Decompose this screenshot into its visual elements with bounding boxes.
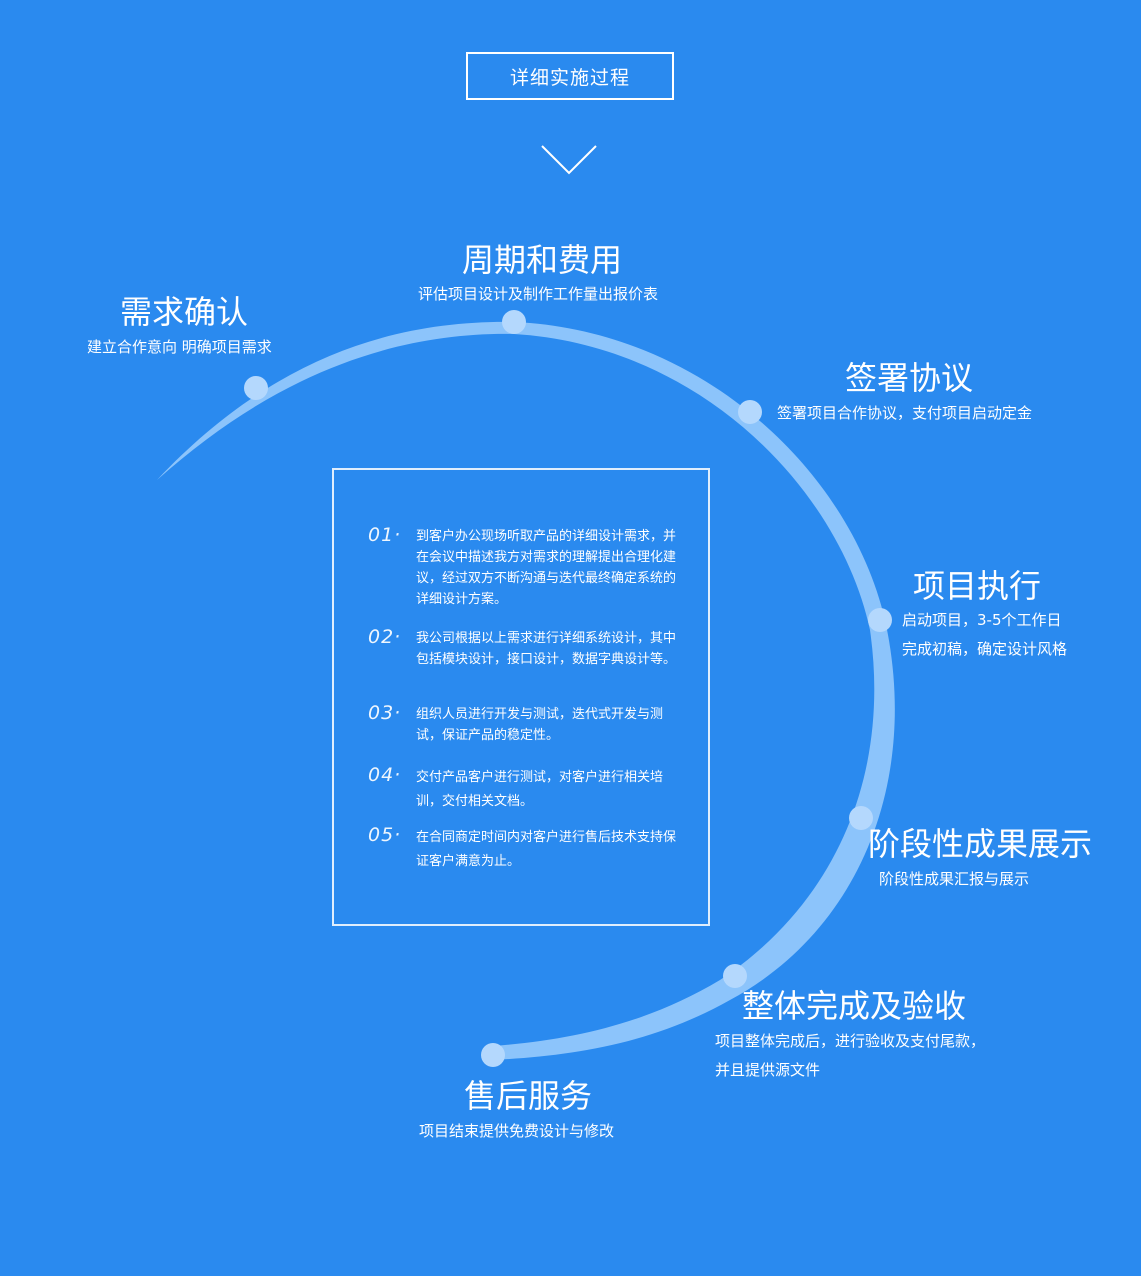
step-text-3: 组织人员进行开发与测试，迭代式开发与测试，保证产品的稳定性。 [416, 707, 664, 743]
stage-desc-cycle-cost: 评估项目设计及制作工作量出报价表 [418, 285, 659, 303]
node-requirements [244, 376, 268, 400]
stage-desc-execution-line-2: 完成初稿，确定设计风格 [902, 640, 1068, 658]
stage-title-acceptance: 整体完成及验收 [742, 987, 967, 1025]
node-acceptance [723, 964, 747, 988]
step-text-2: 我公司根据以上需求进行详细系统设计，其中包括模块设计，接口设计，数据字典设计等。 [416, 631, 677, 667]
step-number-1: 01· [368, 524, 402, 546]
stage-desc-acceptance-line-2: 并且提供源文件 [715, 1061, 821, 1079]
stage-desc-acceptance-line-1: 项目整体完成后，进行验收及支付尾款， [715, 1032, 986, 1050]
stage-desc-acceptance: 项目整体完成后，进行验收及支付尾款， 并且提供源文件 [715, 1027, 985, 1085]
section-title-box: 详细实施过程 [466, 52, 674, 100]
steps-box: 01· 到客户办公现场听取产品的详细设计需求，并在会议中描述我方对需求的理解提出… [332, 468, 710, 926]
stage-title-agreement: 签署协议 [845, 359, 974, 397]
node-cycle-cost [502, 310, 526, 334]
step-text-1: 到客户办公现场听取产品的详细设计需求，并在会议中描述我方对需求的理解提出合理化建… [416, 529, 677, 607]
step-text-4: 交付产品客户进行测试，对客户进行相关培训，交付相关文档。 [416, 770, 664, 809]
stage-title-execution: 项目执行 [913, 567, 1042, 605]
step-number-5: 05· [368, 824, 402, 846]
stage-desc-execution-line-1: 启动项目，3-5个工作日 [902, 611, 1062, 629]
stage-desc-execution: 启动项目，3-5个工作日 完成初稿，确定设计风格 [902, 606, 1067, 664]
chevron-down-icon [541, 145, 597, 175]
node-agreement [738, 400, 762, 424]
step-number-2: 02· [368, 626, 402, 648]
step-text-5: 在合同商定时间内对客户进行售后技术支持保证客户满意为止。 [416, 830, 677, 869]
stage-desc-requirements: 建立合作意向 明确项目需求 [87, 338, 272, 356]
node-after-sales [481, 1043, 505, 1067]
step-number-4: 04· [368, 764, 402, 786]
stage-title-after-sales: 售后服务 [464, 1077, 593, 1115]
section-title: 详细实施过程 [509, 66, 630, 89]
step-number-3: 03· [368, 702, 402, 724]
stage-desc-agreement: 签署项目合作协议，支付项目启动定金 [777, 404, 1033, 422]
stage-title-phase-demo: 阶段性成果展示 [868, 825, 1093, 863]
stage-desc-after-sales: 项目结束提供免费设计与修改 [419, 1122, 615, 1140]
stage-title-cycle-cost: 周期和费用 [462, 241, 623, 279]
stage-desc-phase-demo: 阶段性成果汇报与展示 [879, 870, 1030, 888]
stage-title-requirements: 需求确认 [120, 293, 249, 331]
node-phase-demo [849, 806, 873, 830]
node-execution [868, 608, 892, 632]
